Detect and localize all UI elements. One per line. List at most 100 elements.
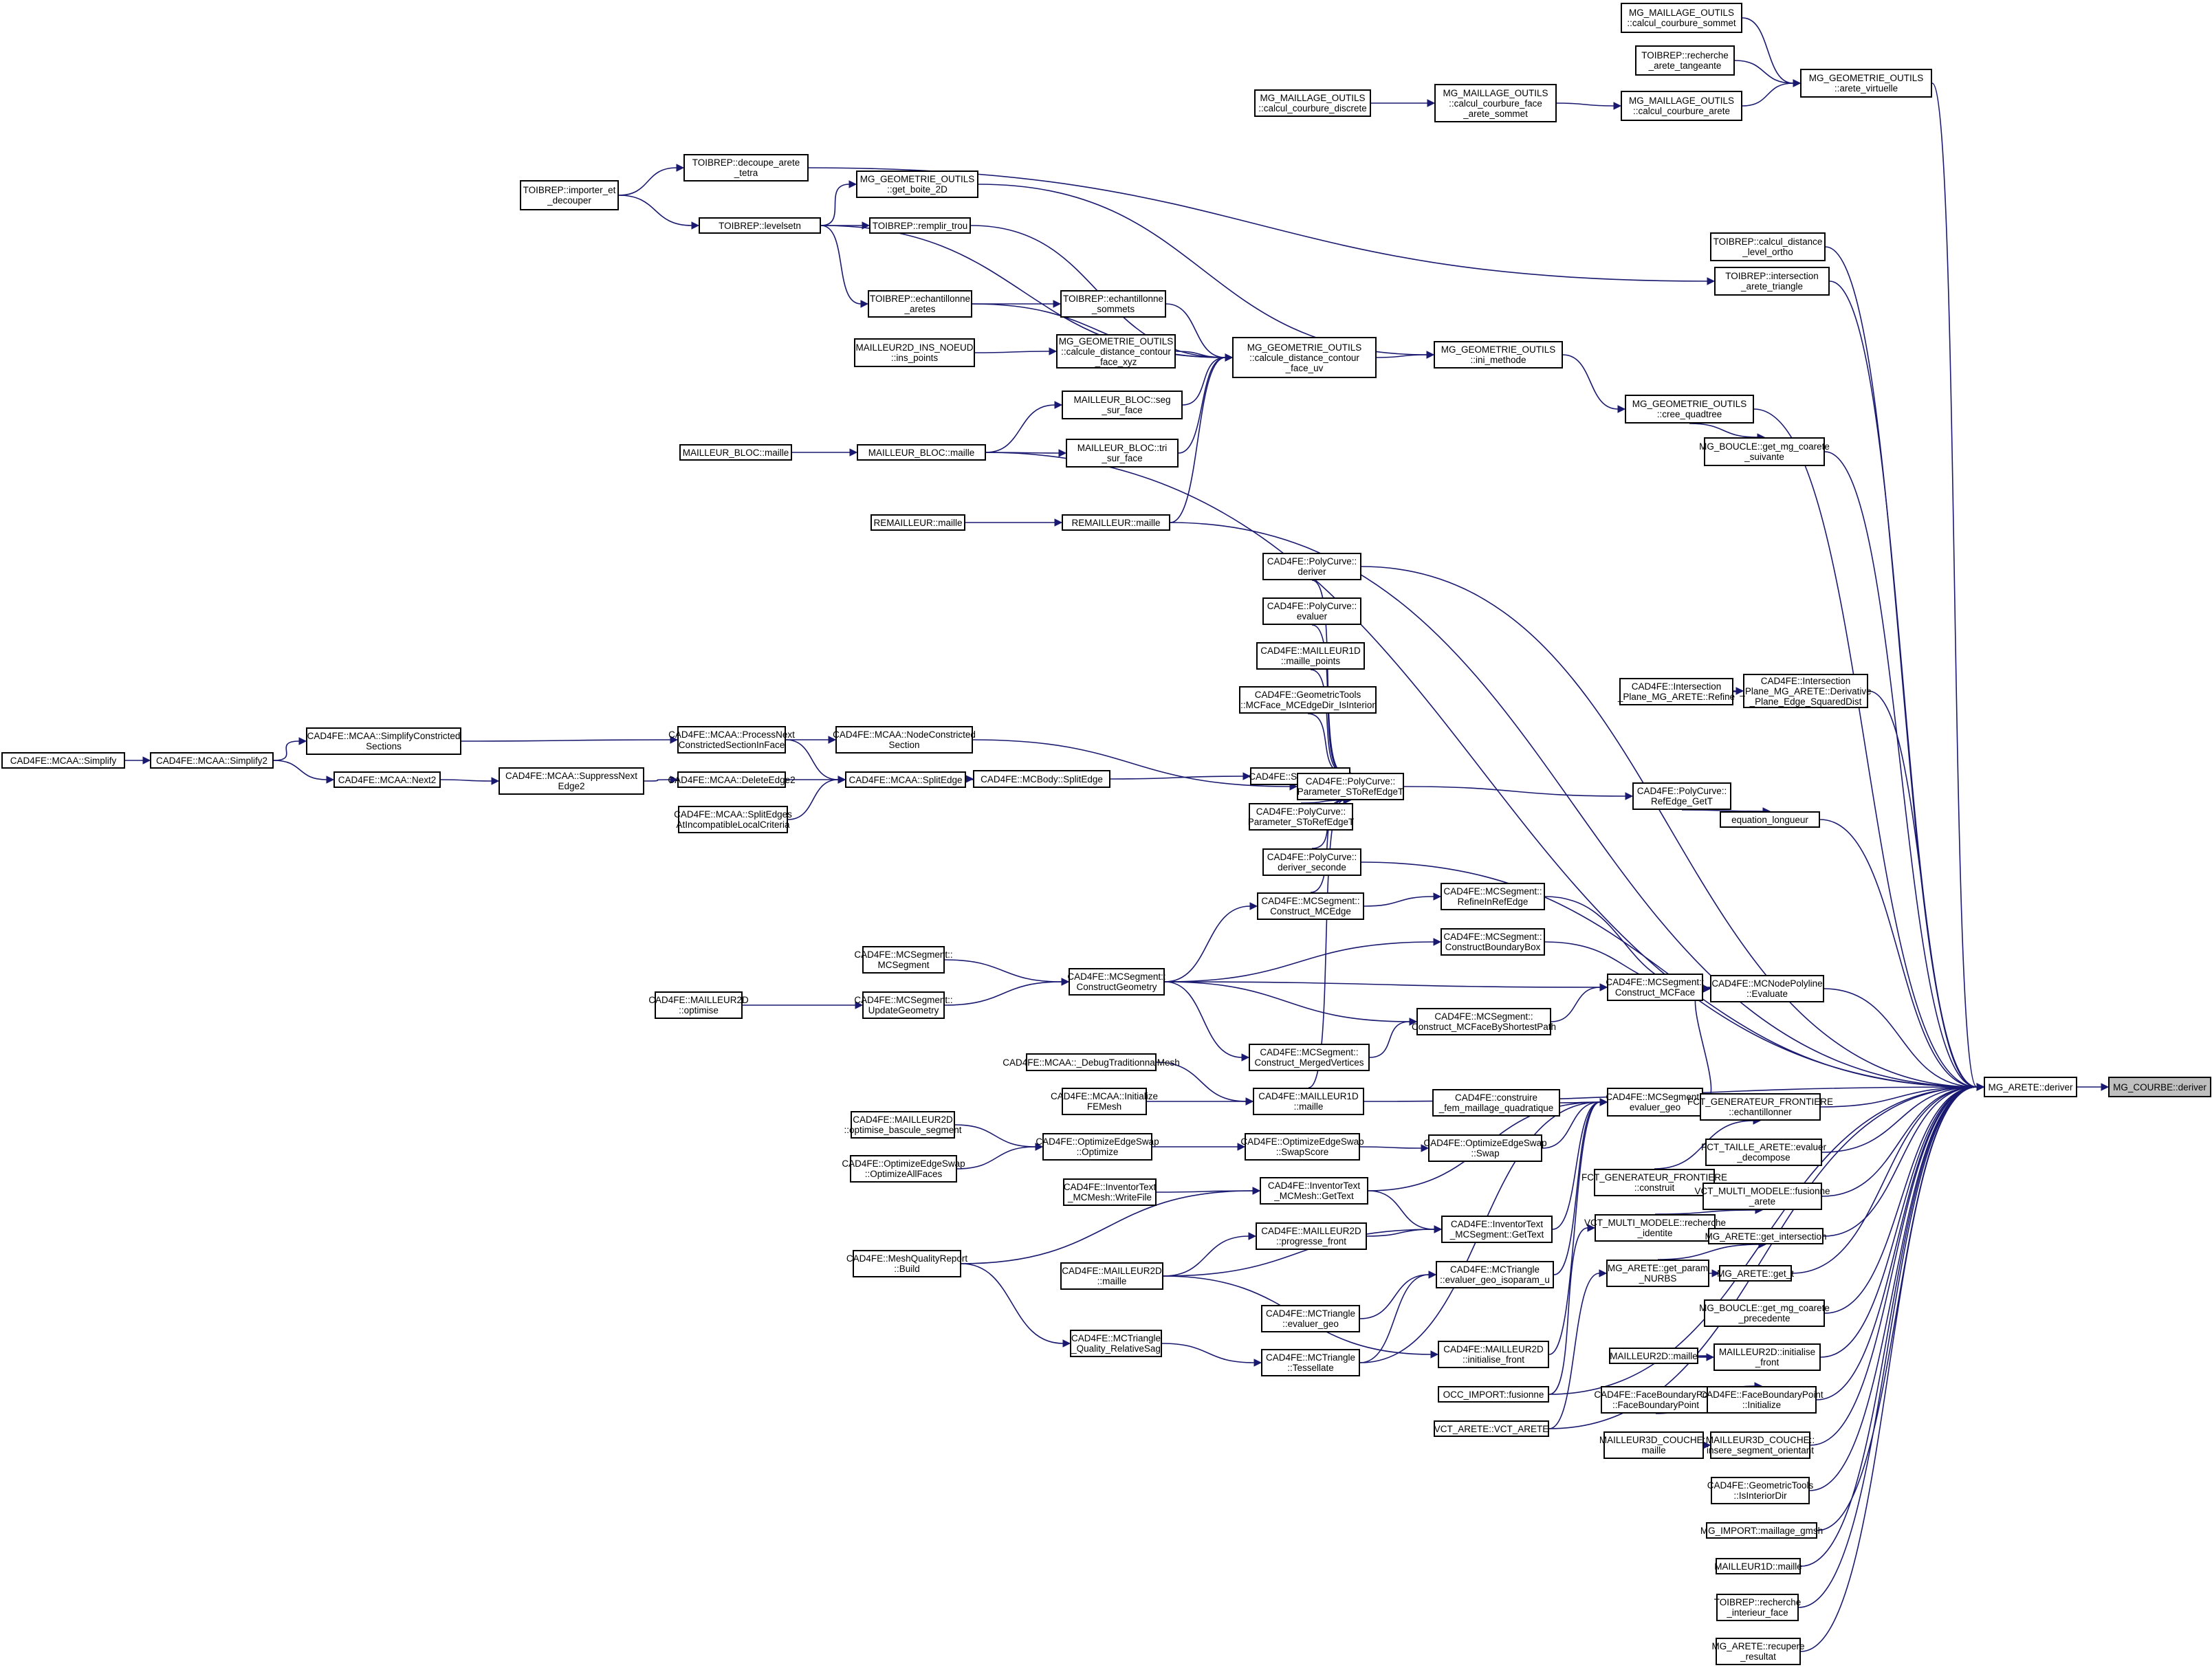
graph-node-cad4fe-polycurve-parameter-storefedget[interactable]: CAD4FE::PolyCurve:: Parameter_SToRefEdge… [1248,803,1354,831]
graph-node-toibrep-levelsetn[interactable]: TOIBREP::levelsetn [699,217,821,234]
graph-node-occ-import-fusionne[interactable]: OCC_IMPORT::fusionne [1438,1386,1549,1403]
graph-node-cad4fe-mcaa-suppressnext-edge2[interactable]: CAD4FE::MCAA::SuppressNext Edge2 [499,767,644,795]
graph-node-cad4fe-mailleur2d-progresse-front[interactable]: CAD4FE::MAILLEUR2D ::progresse_front [1256,1222,1367,1250]
graph-node-cad4fe-mcsegment-mcsegment[interactable]: CAD4FE::MCSegment:: MCSegment [854,946,953,974]
graph-node-cad4fe-mcsegment-construct-mcfacebyshortestpath[interactable]: CAD4FE::MCSegment:: Construct_MCFaceBySh… [1412,1008,1556,1035]
graph-node-cad4fe-mcsegment-refineinrefedge[interactable]: CAD4FE::MCSegment:: RefineInRefEdge [1441,883,1545,910]
graph-node-mg-maillage-outils-calcul-courbure-sommet[interactable]: MG_MAILLAGE_OUTILS ::calcul_courbure_som… [1621,3,1742,33]
graph-node-cad4fe-intersection-plane-mg-arete-derivative-plane-edge-squareddist[interactable]: CAD4FE::Intersection _Plane_MG_ARETE::De… [1740,674,1872,708]
graph-node-cad4fe-polycurve-evaluer[interactable]: CAD4FE::PolyCurve:: evaluer [1262,597,1361,625]
graph-node-mg-boucle-get-mg-coarete-suivante[interactable]: MG_BOUCLE::get_mg_coarete _suivante [1699,437,1830,466]
graph-node-mailleur3d-couche-maille[interactable]: MAILLEUR3D_COUCHE:: maille [1599,1431,1708,1459]
graph-node-mg-geometrie-outils-calcule-distance-contour-face-xyz[interactable]: MG_GEOMETRIE_OUTILS ::calcule_distance_c… [1056,334,1176,369]
graph-node-cad4fe-meshqualityreport-build[interactable]: CAD4FE::MeshQualityReport ::Build [846,1250,967,1277]
graph-node-mg-boucle-get-mg-coarete-precedente[interactable]: MG_BOUCLE::get_mg_coarete _precedente [1699,1299,1830,1327]
graph-node-cad4fe-mctriangle-evaluer-geo[interactable]: CAD4FE::MCTriangle ::evaluer_geo [1261,1305,1360,1332]
graph-node-mailleur2d-ins-noeud-ins-points[interactable]: MAILLEUR2D_INS_NOEUD ::ins_points [854,338,975,367]
graph-node-cad4fe-mcaa-simplify2[interactable]: CAD4FE::MCAA::Simplify2 [150,752,274,769]
graph-node-cad4fe-faceboundarypoint-initialize[interactable]: CAD4FE::FaceBoundaryPoint ::Initialize [1700,1386,1824,1414]
graph-node-mg-geometrie-outils-get-boite-2d[interactable]: MG_GEOMETRIE_OUTILS ::get_boite_2D [856,171,978,198]
graph-node-mailleur2d-maille[interactable]: MAILLEUR2D::maille [1609,1348,1698,1364]
graph-node-toibrep-echantillonne-aretes[interactable]: TOIBREP::echantillonne _aretes [868,290,972,318]
graph-node-cad4fe-mailleur1d-maille[interactable]: CAD4FE::MAILLEUR1D ::maille [1253,1088,1364,1115]
graph-node-cad4fe-optimizeedgeswap-optimizeallfaces[interactable]: CAD4FE::OptimizeEdgeSwap ::OptimizeAllFa… [842,1155,965,1183]
graph-node-mailleur-bloc-seg-sur-face[interactable]: MAILLEUR_BLOC::seg _sur_face [1062,391,1183,419]
graph-node-mg-maillage-outils-calcul-courbure-arete[interactable]: MG_MAILLAGE_OUTILS ::calcul_courbure_are… [1621,91,1742,121]
graph-node-mailleur-bloc-maille[interactable]: MAILLEUR_BLOC::maille [857,444,986,461]
graph-node-toibrep-recherche-arete-tangeante[interactable]: TOIBREP::recherche _arete_tangeante [1635,45,1735,76]
graph-node-fct-generateur-frontiere-echantillonner[interactable]: FCT_GENERATEUR_FRONTIERE ::echantillonne… [1687,1093,1833,1121]
graph-node-vct-multi-modele-recherche-identite[interactable]: VCT_MULTI_MODELE::recherche _identite [1584,1214,1726,1242]
graph-node-cad4fe-optimizeedgeswap-swap[interactable]: CAD4FE::OptimizeEdgeSwap ::Swap [1423,1134,1547,1162]
graph-node-cad4fe-mailleur2d-optimise[interactable]: CAD4FE::MAILLEUR2D ::optimise [648,991,749,1019]
graph-node-cad4fe-mcaa-splitedges-atincompatiblelocalcriteria[interactable]: CAD4FE::MCAA::SplitEdges AtIncompatibleL… [674,806,792,833]
graph-node-mailleur-bloc-maille[interactable]: MAILLEUR_BLOC::maille [679,444,792,461]
graph-node-vct-multi-modele-fusionne-arete[interactable]: VCT_MULTI_MODELE::fusionne _arete [1694,1183,1830,1210]
graph-node-toibrep-remplir-trou[interactable]: TOIBREP::remplir_trou [869,217,971,234]
graph-node-cad4fe-mctriangle-tessellate[interactable]: CAD4FE::MCTriangle ::Tessellate [1261,1349,1360,1376]
graph-node-fct-taille-arete-evaluer-decompose[interactable]: FCT_TAILLE_ARETE::evaluer _decompose [1701,1139,1826,1166]
graph-node-cad4fe-optimizeedgeswap-swapscore[interactable]: CAD4FE::OptimizeEdgeSwap ::SwapScore [1240,1133,1364,1161]
graph-node-cad4fe-mcaa-deleteedge2[interactable]: CAD4FE::MCAA::DeleteEdge2 [668,771,796,788]
graph-node-cad4fe-polycurve-deriver-seconde[interactable]: CAD4FE::PolyCurve:: deriver_seconde [1262,848,1361,876]
graph-node-cad4fe-mcsegment-construct-mcface[interactable]: CAD4FE::MCSegment:: Construct_MCFace [1606,974,1705,1001]
graph-node-cad4fe-faceboundarypoint-faceboundarypoint[interactable]: CAD4FE::FaceBoundaryPoint ::FaceBoundary… [1594,1386,1718,1414]
graph-node-cad4fe-mcaa-initialize-femesh[interactable]: CAD4FE::MCAA::Initialize FEMesh [1051,1088,1158,1115]
graph-node-cad4fe-mcsegment-updategeometry[interactable]: CAD4FE::MCSegment:: UpdateGeometry [854,991,953,1019]
graph-node-remailleur-maille[interactable]: REMAILLEUR::maille [1062,514,1170,531]
graph-node-cad4fe-mcaa-simplifyconstricted-sections[interactable]: CAD4FE::MCAA::SimplifyConstricted Sectio… [306,727,461,755]
graph-node-cad4fe-mailleur2d-maille[interactable]: CAD4FE::MAILLEUR2D ::maille [1060,1262,1163,1290]
graph-node-cad4fe-intersection-plane-mg-arete-refine[interactable]: CAD4FE::Intersection _Plane_MG_ARETE::Re… [1618,678,1735,705]
graph-node-mg-maillage-outils-calcul-courbure-face-arete-sommet[interactable]: MG_MAILLAGE_OUTILS ::calcul_courbure_fac… [1434,84,1557,122]
graph-node-toibrep-importer-et-decouper[interactable]: TOIBREP::importer_et _decouper [520,180,619,210]
graph-node-cad4fe-mailleur1d-maille-points[interactable]: CAD4FE::MAILLEUR1D ::maille_points [1256,642,1365,670]
graph-node-toibrep-recherche-interieur-face[interactable]: TOIBREP::recherche _interieur_face [1714,1594,1801,1621]
graph-node-cad4fe-geometrictools-isinteriordir[interactable]: CAD4FE::GeometricTools ::IsInteriorDir [1707,1477,1813,1504]
graph-node-cad4fe-mcaa-processnext-constrictedsectioninface[interactable]: CAD4FE::MCAA::ProcessNext ConstrictedSec… [668,726,795,754]
graph-node-mg-arete-recupere-resultat[interactable]: MG_ARETE::recupere _resultat [1711,1638,1805,1665]
graph-node-cad4fe-inventortext-mcsegment-gettext[interactable]: CAD4FE::InventorText _MCSegment::GetText [1441,1216,1553,1243]
graph-node-cad4fe-construire-fem-maillage-quadratique[interactable]: CAD4FE::construire _fem_maillage_quadrat… [1432,1089,1560,1117]
graph-node-cad4fe-mcsegment-constructgeometry[interactable]: CAD4FE::MCSegment:: ConstructGeometry [1067,968,1166,996]
graph-node-cad4fe-mcbody-splitedge[interactable]: CAD4FE::MCBody::SplitEdge [973,770,1110,788]
graph-node-cad4fe-mcaa-next2[interactable]: CAD4FE::MCAA::Next2 [333,771,441,788]
graph-node-mailleur1d-maille[interactable]: MAILLEUR1D::maille [1714,1558,1802,1574]
graph-node-mg-arete-deriver[interactable]: MG_ARETE::deriver [1984,1077,2077,1097]
graph-node-mg-maillage-outils-calcul-courbure-discrete[interactable]: MG_MAILLAGE_OUTILS ::calcul_courbure_dis… [1254,89,1371,117]
graph-node-cad4fe-inventortext-mcmesh-gettext[interactable]: CAD4FE::InventorText _MCMesh::GetText [1260,1177,1368,1205]
graph-node-mg-arete-get-intersection[interactable]: MG_ARETE::get_intersection [1705,1228,1827,1244]
graph-node-cad4fe-mailleur2d-initialise-front[interactable]: CAD4FE::MAILLEUR2D ::initialise_front [1438,1341,1549,1368]
graph-node-cad4fe-mcaa-nodeconstricted-section[interactable]: CAD4FE::MCAA::NodeConstricted Section [833,726,976,754]
graph-node-mg-arete-get-t[interactable]: MG_ARETE::get_t [1717,1265,1794,1282]
graph-node-cad4fe-mcaa-debugtraditionnalmesh[interactable]: CAD4FE::MCAA::_DebugTraditionnalMesh [1003,1053,1180,1071]
graph-node-vct-arete-vct-arete[interactable]: VCT_ARETE::VCT_ARETE [1434,1420,1549,1437]
graph-node-cad4fe-mcsegment-construct-mergedvertices[interactable]: CAD4FE::MCSegment:: Construct_MergedVert… [1249,1044,1370,1071]
graph-node-cad4fe-mcaa-splitedge[interactable]: CAD4FE::MCAA::SplitEdge [845,771,966,788]
graph-node-cad4fe-polycurve-deriver[interactable]: CAD4FE::PolyCurve:: deriver [1262,553,1361,580]
graph-node-cad4fe-mcnodepolyline-evaluate[interactable]: CAD4FE::MCNodePolyline ::Evaluate [1710,975,1824,1002]
graph-node-cad4fe-mcsegment-evaluer-geo[interactable]: CAD4FE::MCSegment:: evaluer_geo [1606,1088,1705,1117]
graph-node-mailleur3d-couche-insere-segment-orientant[interactable]: MAILLEUR3D_COUCHE:: insere_segment_orien… [1706,1431,1815,1459]
graph-node-equation-longueur[interactable]: equation_longueur [1720,811,1820,828]
graph-node-mg-geometrie-outils-arete-virtuelle[interactable]: MG_GEOMETRIE_OUTILS ::arete_virtuelle [1800,69,1932,98]
graph-node-toibrep-echantillonne-sommets[interactable]: TOIBREP::echantillonne _sommets [1060,290,1166,318]
graph-node-toibrep-decoupe-arete-tetra[interactable]: TOIBREP::decoupe_arete _tetra [683,154,809,182]
graph-node-cad4fe-mctriangle-evaluer-geo-isoparam-u[interactable]: CAD4FE::MCTriangle ::evaluer_geo_isopara… [1436,1261,1554,1288]
graph-node-mg-arete-get-param-nurbs[interactable]: MG_ARETE::get_param _NURBS [1606,1260,1709,1287]
graph-node-cad4fe-geometrictools-mcface-mcedgedir-isinterior[interactable]: CAD4FE::GeometricTools ::MCFace_MCEdgeDi… [1239,686,1377,714]
graph-node-mailleur-bloc-tri-sur-face[interactable]: MAILLEUR_BLOC::tri _sur_face [1066,439,1179,468]
graph-node-mg-courbe-deriver[interactable]: MG_COURBE::deriver [2108,1077,2211,1097]
graph-node-mg-geometrie-outils-cree-quadtree[interactable]: MG_GEOMETRIE_OUTILS ::cree_quadtree [1625,395,1754,424]
graph-node-mg-geometrie-outils-calcule-distance-contour-face-uv[interactable]: MG_GEOMETRIE_OUTILS ::calcule_distance_c… [1232,337,1377,378]
graph-node-cad4fe-mailleur2d-optimise-bascule-segment[interactable]: CAD4FE::MAILLEUR2D ::optimise_bascule_se… [844,1111,962,1139]
graph-node-mailleur2d-initialise-front[interactable]: MAILLEUR2D::initialise _front [1713,1343,1821,1371]
graph-node-mg-geometrie-outils-ini-methode[interactable]: MG_GEOMETRIE_OUTILS ::ini_methode [1434,341,1563,369]
graph-node-cad4fe-mcsegment-construct-mcedge[interactable]: CAD4FE::MCSegment:: Construct_MCEdge [1257,892,1364,920]
graph-node-cad4fe-inventortext-mcmesh-writefile[interactable]: CAD4FE::InventorText _MCMesh::WriteFile [1063,1178,1157,1206]
graph-node-cad4fe-polycurve-refedge-gett[interactable]: CAD4FE::PolyCurve:: RefEdge_GetT [1632,782,1731,810]
graph-node-cad4fe-mcsegment-constructboundarybox[interactable]: CAD4FE::MCSegment:: ConstructBoundaryBox [1441,928,1545,956]
graph-node-toibrep-calcul-distance-level-ortho[interactable]: TOIBREP::calcul_distance _level_ortho [1710,232,1826,261]
graph-node-fct-generateur-frontiere-construit[interactable]: FCT_GENERATEUR_FRONTIERE ::construit [1581,1169,1727,1196]
graph-node-mg-import-maillage-gmsh[interactable]: MG_IMPORT::maillage_gmsh [1700,1522,1823,1539]
graph-node-toibrep-intersection-arete-triangle[interactable]: TOIBREP::intersection _arete_triangle [1714,267,1830,296]
